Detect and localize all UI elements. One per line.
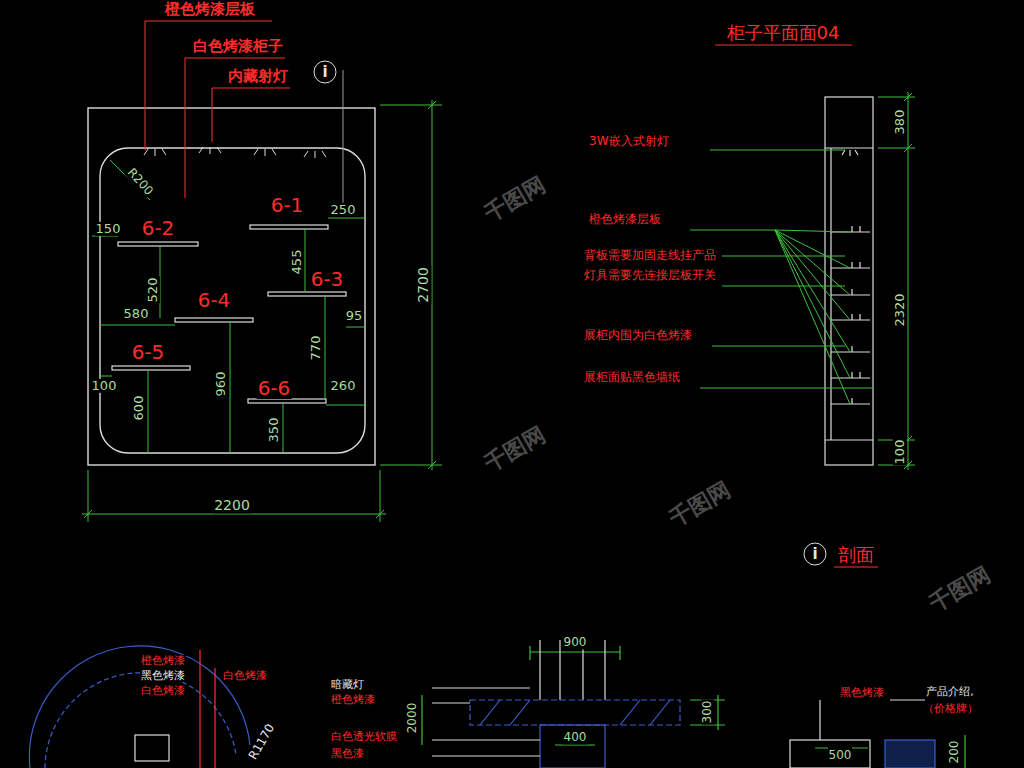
part-note: 白色烤漆柜子: [192, 38, 284, 55]
material-label: 黑色烤漆: [839, 687, 885, 699]
cabinet-section: [825, 97, 873, 465]
callout-number: 6-5: [131, 341, 166, 363]
dimension-value: 400: [563, 731, 588, 744]
note-label: 展柜内围为白色烤漆: [583, 329, 693, 342]
dimension-value: 2000: [406, 702, 419, 735]
watermark: 千图网: [665, 478, 736, 533]
drawing-title: 柜子平面面04: [726, 23, 841, 43]
dimension-lines: [82, 100, 442, 522]
reference-symbol: [314, 61, 343, 210]
dimension-value: 2200: [213, 498, 251, 513]
section-dimensions: [878, 92, 915, 470]
watermark: 千图网: [480, 423, 551, 478]
note-leaders: [690, 150, 873, 404]
material-label: 橙色烤漆: [330, 694, 376, 706]
dimension-value: 500: [828, 749, 853, 762]
dimension-value: 100: [893, 439, 907, 466]
watermark: 千图网: [925, 563, 996, 618]
dimension-value: 300: [701, 700, 714, 725]
shelves: [112, 225, 346, 403]
spotlight-symbols: [144, 147, 326, 158]
material-label: 黑色漆: [330, 748, 365, 760]
dimension-value: 260: [330, 379, 357, 393]
note-label: 产品介绍,: [925, 686, 975, 698]
material-label: 橙色烤漆: [140, 655, 186, 667]
drawing-title: 剖面: [837, 545, 875, 565]
note-label: （价格牌）: [922, 703, 979, 715]
dimension-value: 600: [132, 395, 146, 422]
callout-number: 6-2: [141, 217, 176, 239]
material-label: 白色透光软膜: [330, 731, 398, 743]
radius-dimension: R200: [124, 165, 156, 199]
callout-number: 6-6: [257, 377, 292, 399]
dimension-value: 900: [563, 636, 588, 649]
dimension-value: 250: [330, 203, 357, 217]
reference-mark: i: [321, 64, 328, 81]
dimension-value: 95: [345, 309, 364, 323]
dimension-value: 380: [893, 109, 907, 136]
section-detail: [422, 640, 725, 768]
dimension-value: 200: [948, 740, 961, 765]
material-label: 黑色烤漆: [140, 670, 186, 682]
note-label: 展柜面贴黑色墙纸: [583, 371, 681, 384]
note-label: 3W嵌入式射灯: [588, 135, 670, 148]
cabinet-elevation: [88, 108, 375, 465]
dimension-value: 150: [95, 222, 122, 236]
watermark: 千图网: [480, 173, 551, 228]
radius-dimension: R1170: [246, 721, 278, 763]
leader-lines: [145, 21, 290, 198]
note-label: 背板需要加固走线挂产品: [583, 249, 717, 262]
reference-mark: i: [811, 546, 818, 563]
part-note: 橙色烤漆层板: [164, 1, 256, 18]
title-underlines: [715, 45, 878, 567]
dimension-value: 350: [267, 417, 281, 444]
dimension-value: 770: [309, 335, 323, 362]
dimension-value: 2320: [893, 292, 907, 327]
note-label: 灯具需要先连接层板开关: [583, 269, 717, 282]
dimension-value: 2700: [416, 266, 431, 304]
note-label: 橙色烤漆层板: [588, 213, 662, 226]
dimension-value: 100: [91, 379, 118, 393]
plan-view: [29, 646, 250, 768]
dimension-value: 960: [214, 371, 228, 398]
part-note: 内藏射灯: [227, 68, 289, 85]
dimension-value: 455: [290, 249, 304, 276]
callout-number: 6-3: [310, 268, 345, 290]
callout-number: 6-4: [197, 289, 232, 311]
callout-number: 6-1: [270, 194, 305, 216]
material-label: 暗藏灯: [330, 679, 365, 691]
material-label: 白色烤漆: [222, 670, 268, 682]
dimension-value: 580: [123, 307, 150, 321]
material-label: 白色烤漆: [140, 685, 186, 697]
dimension-value: 520: [146, 277, 160, 304]
